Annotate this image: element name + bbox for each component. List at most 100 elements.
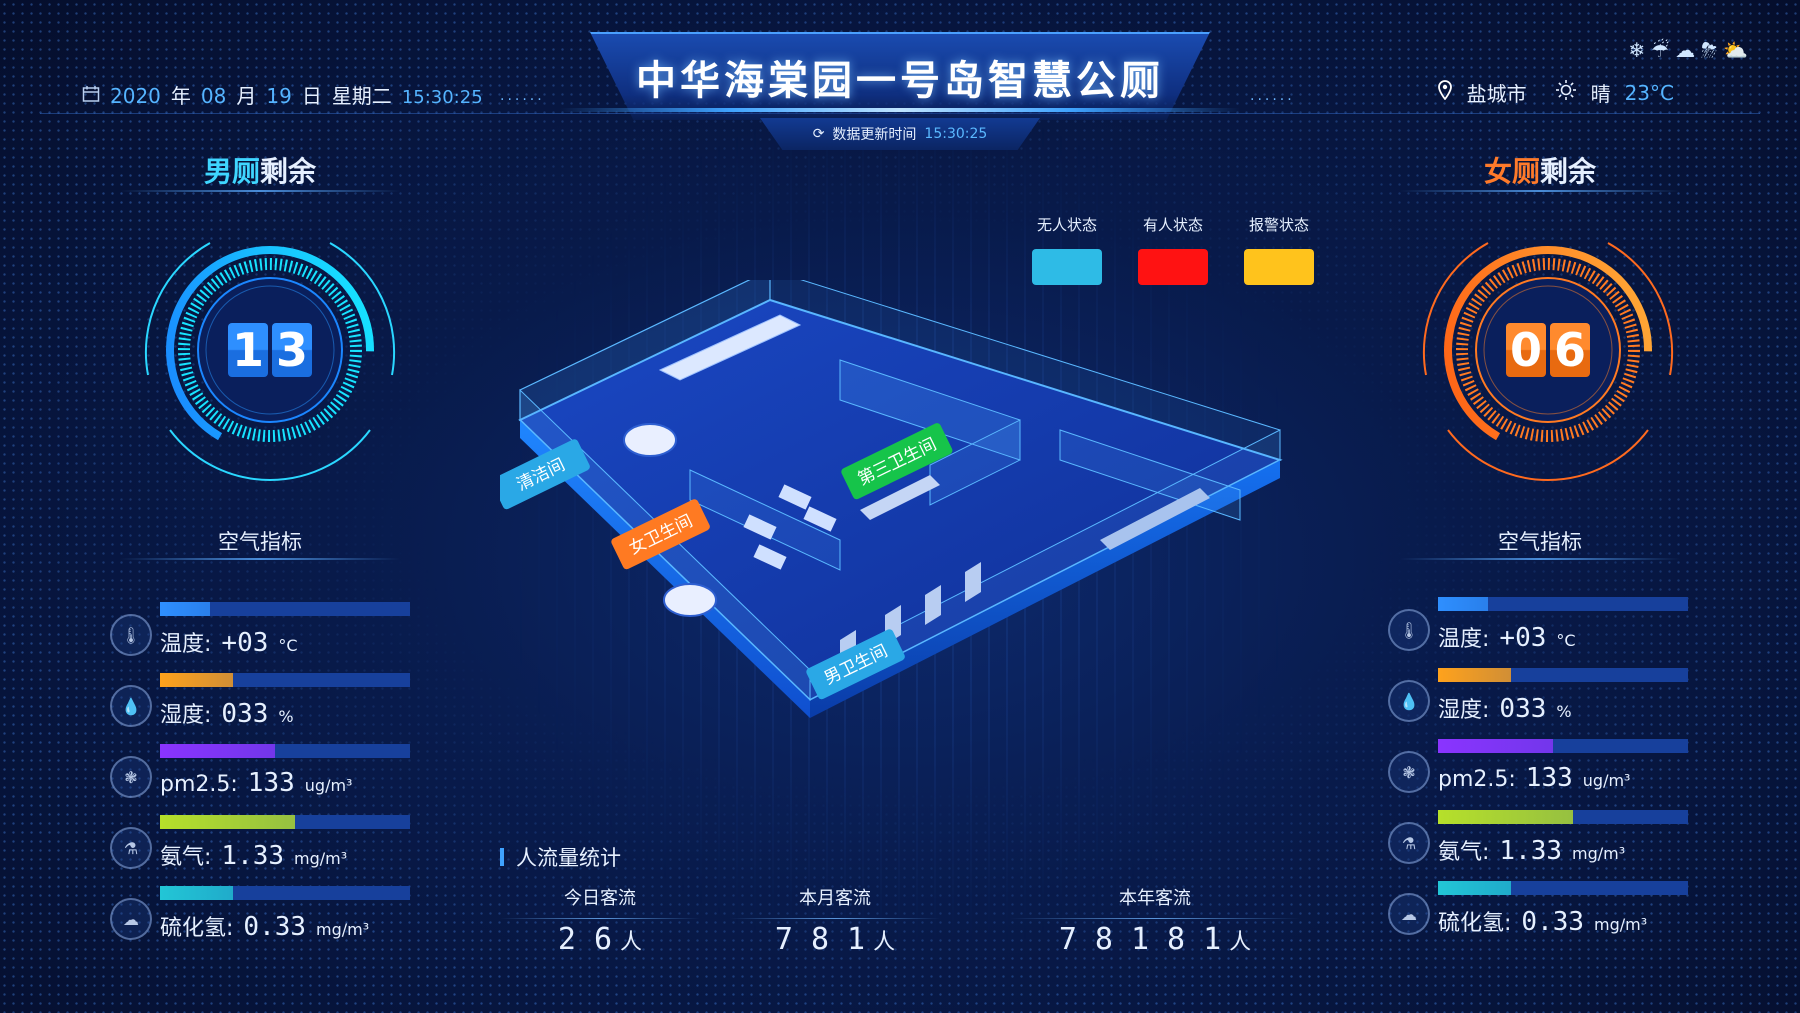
metric-bar-fill xyxy=(1438,597,1488,611)
date-year-unit: 年 xyxy=(170,84,191,108)
rain-cloud-icon[interactable]: ☔ xyxy=(1651,38,1670,62)
metric-bar-fill xyxy=(1438,739,1553,753)
legend-alarm-label: 报警状态 xyxy=(1248,216,1309,234)
female-air-title: 空气指标 xyxy=(1498,530,1582,554)
metric-label: 湿度: xyxy=(160,703,212,728)
metric-bar xyxy=(1438,881,1688,895)
metric-unit: mg/m³ xyxy=(1594,915,1648,934)
metric-bar xyxy=(1438,739,1688,753)
metric-value: 0.33 xyxy=(243,912,307,942)
weather-icon-group: ❄ ☔ ☁ ⛈ ⛅ xyxy=(1628,38,1748,62)
metric-label: 温度: xyxy=(1438,627,1490,652)
partly-cloudy-icon[interactable]: ⛅ xyxy=(1723,38,1748,62)
metric-value: 133 xyxy=(1525,763,1573,793)
header-dots-left: ...... xyxy=(500,88,545,104)
cloud-icon[interactable]: ☁ xyxy=(1675,38,1696,62)
male-title-suffix: 剩余 xyxy=(260,155,317,188)
update-time-plate: ⟳ 数据更新时间 15:30:25 xyxy=(760,118,1040,150)
flow-year-value: 78181 xyxy=(1058,922,1240,957)
metric-unit: ug/m³ xyxy=(304,776,353,795)
metric-unit: °C xyxy=(1556,631,1576,650)
metric-unit: % xyxy=(1556,702,1572,721)
urinal-divider-4 xyxy=(965,562,981,602)
status-legend: 无人状态 有人状态 报警状态 xyxy=(1032,214,1314,285)
legend-occupied: 有人状态 xyxy=(1138,214,1208,285)
metric-unit: ug/m³ xyxy=(1582,771,1631,790)
date-time-value: 15:30:25 xyxy=(401,87,483,108)
date-month-unit: 月 xyxy=(236,84,257,108)
metric-bar-fill xyxy=(1438,881,1511,895)
title-glow xyxy=(560,108,1240,112)
date-month: 08 xyxy=(200,84,227,108)
metric-bar xyxy=(1438,668,1688,682)
flow-title-text: 人流量统计 xyxy=(516,846,621,870)
male-remaining-gauge: 1 3 xyxy=(130,210,410,490)
flow-today: 今日客流 26人 xyxy=(520,884,680,957)
male-remaining-digits: 1 3 xyxy=(228,323,312,377)
male-air-title: 空气指标 xyxy=(218,530,302,554)
female-title-underline xyxy=(1400,190,1680,192)
location-pin-icon xyxy=(1437,80,1453,105)
male-digit-tens: 1 xyxy=(228,323,268,377)
metric-bar xyxy=(1438,810,1688,824)
flow-month: 本月客流 781人 xyxy=(750,884,920,957)
title-plate xyxy=(590,32,1210,120)
legend-occupied-label: 有人状态 xyxy=(1142,216,1203,234)
date-weekday: 星期二 xyxy=(331,84,392,108)
metric-bar-fill xyxy=(1438,810,1573,824)
date-time: 2020 年 08 月 19 日 星期二 15:30:25 xyxy=(82,80,483,109)
metric-label: 硫化氢: xyxy=(1438,911,1512,936)
urinal-divider-3 xyxy=(925,585,941,625)
flow-stats-title: 人流量统计 xyxy=(500,842,621,872)
room-label-third-bg xyxy=(841,423,953,500)
metric-value: 0.33 xyxy=(1521,907,1585,937)
snowflake-icon[interactable]: ❄ xyxy=(1628,38,1646,62)
floor-slab-left-side xyxy=(520,420,810,718)
thermometer-icon: 🌡 xyxy=(110,614,152,656)
metric-value: +03 xyxy=(1499,623,1547,653)
flow-month-line xyxy=(730,918,940,919)
date-year: 2020 xyxy=(110,84,161,108)
page-title: 中华海棠园一号岛智慧公厕 xyxy=(636,58,1164,104)
update-time: 15:30:25 xyxy=(924,126,988,142)
legend-vacant: 无人状态 xyxy=(1032,214,1102,285)
city-name: 盐城市 xyxy=(1466,82,1527,106)
location-weather: 盐城市 晴 23°C xyxy=(1437,78,1674,107)
male-metric-row: 💧湿度:033% xyxy=(110,673,440,735)
fixture-1 xyxy=(623,423,677,457)
thermometer-icon: 🌡 xyxy=(1388,609,1430,651)
counter-far-right xyxy=(1100,488,1210,550)
male-panel-title: 男厕剩余 xyxy=(110,150,410,190)
metric-bar-fill xyxy=(160,886,233,900)
female-digit-tens: 0 xyxy=(1506,323,1546,377)
metric-text: pm2.5: 133 ug/m³ xyxy=(1438,763,1630,793)
flow-today-line xyxy=(500,918,700,919)
ammonia-icon: ⚗ xyxy=(110,827,152,869)
metric-value: 033 xyxy=(1499,694,1547,724)
flow-today-label: 今日客流 xyxy=(564,888,636,909)
sun-icon xyxy=(1555,79,1577,106)
refresh-icon[interactable]: ⟳ xyxy=(812,126,825,142)
stall-2 xyxy=(778,484,812,510)
floor-plan-3d[interactable]: 清洁间 女卫生间 第三卫生间 男卫生间 xyxy=(500,280,1300,840)
flow-title-bar xyxy=(500,848,504,866)
metric-label: 氨气: xyxy=(1438,840,1490,865)
flow-today-value: 26 xyxy=(557,922,631,957)
room-label-cleaning-bg xyxy=(500,439,590,510)
female-title-suffix: 剩余 xyxy=(1540,155,1597,188)
metric-label: pm2.5: xyxy=(160,772,238,797)
metric-text: 温度: +03 °C xyxy=(1438,621,1576,653)
metric-label: 氨气: xyxy=(160,845,212,870)
female-air-underline xyxy=(1400,558,1680,560)
storm-icon[interactable]: ⛈ xyxy=(1701,38,1718,62)
flow-month-label: 本月客流 xyxy=(799,888,871,909)
ammonia-icon: ⚗ xyxy=(1388,822,1430,864)
flow-today-unit: 人 xyxy=(620,930,643,955)
male-metric-row: 🌡温度:+03°C xyxy=(110,602,440,664)
metric-label: pm2.5: xyxy=(1438,767,1516,792)
